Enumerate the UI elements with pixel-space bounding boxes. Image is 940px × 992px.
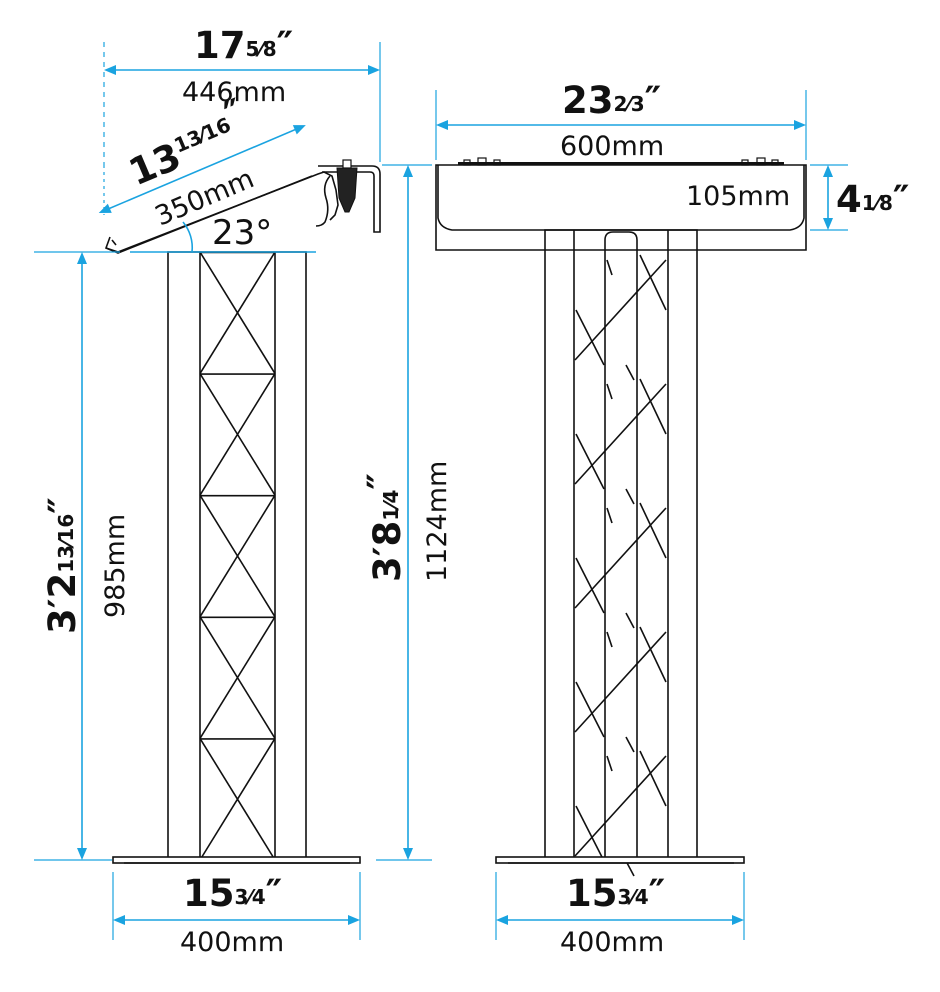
front-height-inches: 3′81⁄4″ — [360, 473, 409, 582]
front-truss-brace — [625, 612, 635, 629]
side-base-inches: 153⁄4″ — [183, 872, 282, 915]
side-truss-brace — [199, 251, 276, 375]
front-truss-brace — [575, 681, 605, 738]
front-truss-brace — [575, 433, 605, 490]
front-truss-brace — [574, 259, 667, 361]
front-truss-brace — [574, 383, 667, 485]
front-base-plate — [495, 856, 745, 864]
front-truss-brace — [575, 309, 605, 366]
front-truss-brace — [606, 383, 613, 400]
front-truss-brace — [639, 750, 667, 807]
front-depth-inches: 41⁄8″ — [836, 178, 909, 221]
front-truss-brace — [639, 254, 667, 311]
side-truss-brace — [199, 737, 276, 861]
angle-arc — [182, 221, 194, 253]
front-view: 3′81⁄4″ 1124mm 232⁄3″ 600mm 105mm — [360, 79, 909, 958]
side-angle: 23° — [212, 213, 272, 253]
side-top-width-mm: 446mm — [182, 77, 286, 108]
front-truss-brace — [606, 631, 613, 648]
side-truss-brace — [199, 616, 276, 739]
front-truss-brace — [639, 378, 667, 435]
front-truss-brace — [606, 259, 613, 276]
front-height-mm: 1124mm — [422, 461, 453, 582]
front-truss-brace — [575, 805, 605, 862]
front-base-mm: 400mm — [560, 927, 664, 958]
front-depth-mm: 105mm — [686, 181, 790, 212]
front-truss — [544, 229, 698, 877]
front-base-inches: 153⁄4″ — [566, 872, 665, 915]
side-view: 175⁄8″ 446mm 1313⁄16″ 350mm 23° 3′213⁄16… — [34, 24, 381, 958]
front-truss-brace — [625, 736, 635, 753]
side-base-mm: 400mm — [180, 927, 284, 958]
side-truss-brace — [199, 494, 276, 618]
side-truss — [167, 251, 307, 861]
front-truss-brace — [574, 631, 667, 733]
front-truss-brace — [625, 488, 635, 505]
front-truss-brace — [574, 755, 667, 857]
front-truss-brace — [639, 626, 667, 683]
front-truss-brace — [575, 557, 605, 614]
microphone-clip-icon — [336, 167, 358, 213]
side-height-inches: 3′213⁄16″ — [41, 497, 84, 634]
front-top-width-mm: 600mm — [560, 131, 664, 162]
front-truss-brace — [574, 507, 667, 609]
front-truss-brace — [606, 755, 613, 772]
side-base-plate — [112, 856, 361, 864]
front-truss-brace — [606, 507, 613, 524]
side-desk — [104, 159, 381, 254]
side-truss-brace — [199, 373, 276, 496]
front-truss-brace — [639, 502, 667, 559]
front-top-width-inches: 232⁄3″ — [562, 79, 661, 122]
side-top-width-inches: 175⁄8″ — [194, 24, 293, 67]
front-truss-brace — [625, 364, 635, 381]
side-height-mm: 985mm — [100, 514, 131, 618]
